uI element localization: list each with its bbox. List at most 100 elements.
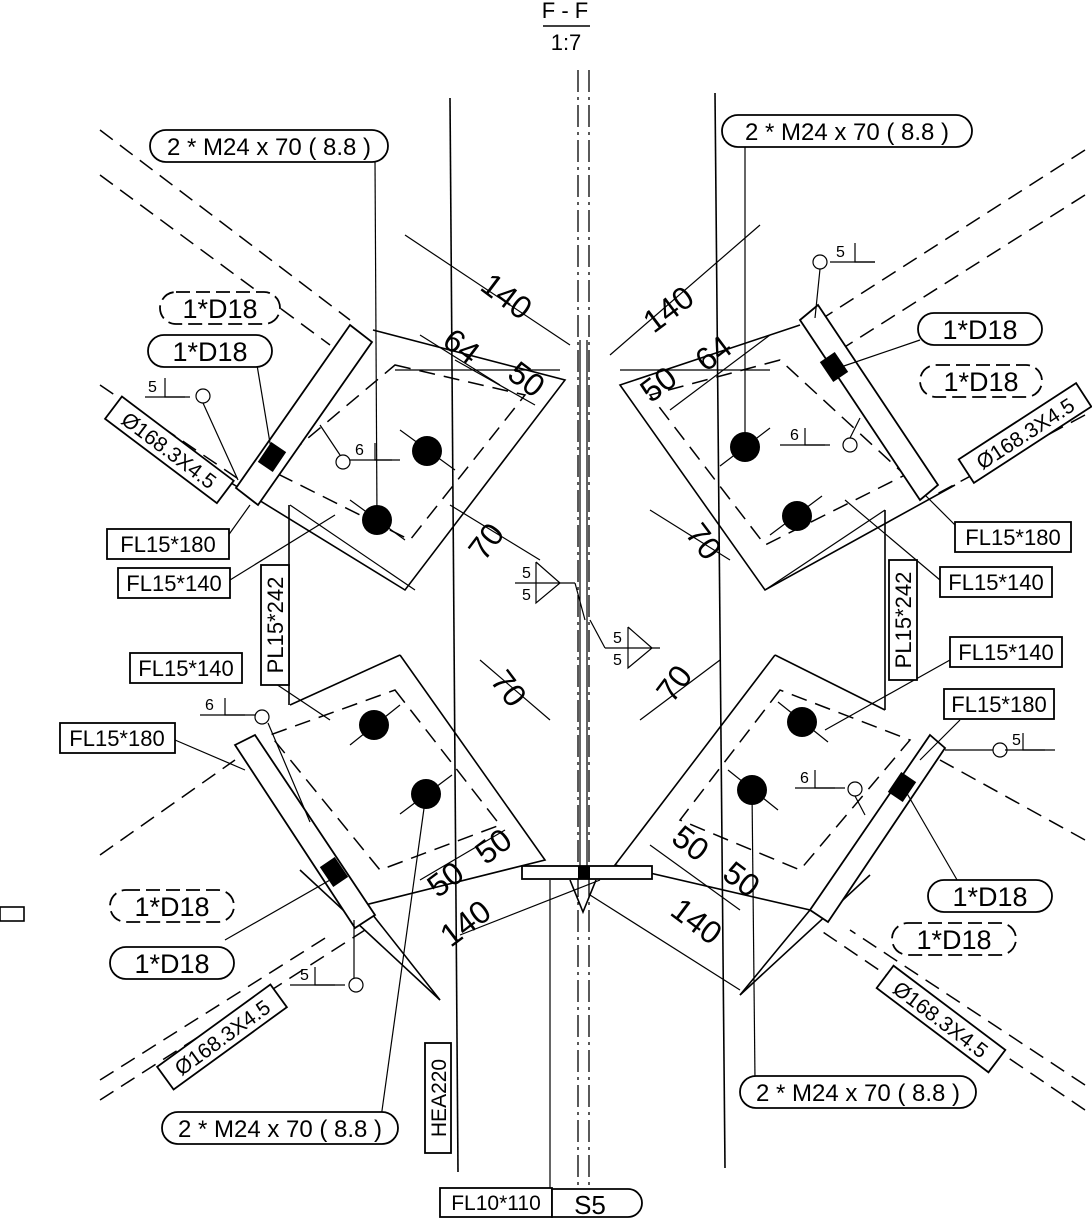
bottom-plate <box>521 865 653 915</box>
svg-text:FL15*180: FL15*180 <box>951 692 1046 717</box>
tube-label-lower-right: Ø168.3X4.5 <box>875 964 1007 1074</box>
weld-ur-5: 5 <box>836 244 845 261</box>
weld-lr-6: 6 <box>800 770 809 787</box>
tube-lower-left <box>99 759 366 1101</box>
plate-label-fl140-ur: FL15*140 <box>939 566 1053 598</box>
svg-text:FL15*140: FL15*140 <box>126 571 221 596</box>
dim-50-lr-a: 50 <box>666 818 716 868</box>
tube-label-upper-right: Ø168.3X4.5 <box>957 381 1092 485</box>
column-flanges <box>449 92 726 1173</box>
hole-label-ur-1: 1*D18 <box>917 312 1043 346</box>
section-reference: S5 <box>551 1188 643 1219</box>
svg-text:PL15*242: PL15*242 <box>263 577 288 674</box>
svg-text:1*D18: 1*D18 <box>134 892 209 922</box>
svg-text:2 * M24 x 70 ( 8.8 ): 2 * M24 x 70 ( 8.8 ) <box>756 1080 960 1107</box>
end-plate-lower-right <box>808 733 947 924</box>
bolt-label-top-right: 2 * M24 x 70 ( 8.8 ) <box>721 114 973 148</box>
dim-70-lr: 70 <box>649 658 699 708</box>
end-plate-upper-left <box>234 323 374 507</box>
gusset-upper-left <box>209 329 567 592</box>
section-title: F - F <box>542 0 588 23</box>
dim-70-ll: 70 <box>484 663 534 713</box>
svg-text:Ø168.3X4.5: Ø168.3X4.5 <box>973 394 1080 474</box>
dimension-lines <box>395 224 771 991</box>
plate-label-fl180-ul: FL15*180 <box>106 528 230 560</box>
weld-size-5c: 5 <box>613 630 622 647</box>
svg-text:2 * M24 x 70 ( 8.8 ): 2 * M24 x 70 ( 8.8 ) <box>178 1116 382 1143</box>
svg-text:1*D18: 1*D18 <box>182 294 257 324</box>
svg-text:1*D18: 1*D18 <box>952 882 1027 912</box>
svg-text:1*D18: 1*D18 <box>942 315 1017 345</box>
svg-text:PL15*242: PL15*242 <box>891 572 916 669</box>
plate-label-fl180-ll: FL15*180 <box>59 722 176 754</box>
svg-text:FL15*140: FL15*140 <box>948 570 1043 595</box>
bolt-group-lower-left <box>349 704 453 815</box>
bolt-group-lower-right <box>727 701 829 811</box>
bolt-label-bottom-left: 2 * M24 x 70 ( 8.8 ) <box>161 1111 399 1145</box>
dim-50-ll-b: 50 <box>468 821 518 871</box>
gusset-lower-left <box>268 654 547 1001</box>
svg-text:Ø168.3X4.5: Ø168.3X4.5 <box>117 408 220 494</box>
svg-text:FL15*180: FL15*180 <box>965 525 1060 550</box>
weld-ur-6: 6 <box>790 427 799 444</box>
plate-label-fl140-ul: FL15*140 <box>117 567 231 599</box>
dim-50-ll-a: 50 <box>420 854 470 904</box>
plate-label-fl110: FL10*110 <box>439 1187 553 1218</box>
leader-lines <box>174 145 961 1190</box>
weld-size-5a: 5 <box>522 565 531 582</box>
central-axis <box>577 70 590 1215</box>
dim-64-ur: 64 <box>688 328 738 378</box>
dim-50-ul: 50 <box>502 354 552 404</box>
tube-label-lower-left: Ø168.3X4.5 <box>155 983 289 1091</box>
dim-50-lr-b: 50 <box>717 854 767 904</box>
end-plate-lower-left <box>233 733 377 930</box>
dim-64-ul: 64 <box>437 321 487 371</box>
svg-text:HEA220: HEA220 <box>428 1059 451 1137</box>
svg-text:2 * M24 x 70 ( 8.8 ): 2 * M24 x 70 ( 8.8 ) <box>167 134 371 161</box>
dim-70-ul: 70 <box>461 516 511 566</box>
plate-label-fl180-lr: FL15*180 <box>943 688 1055 720</box>
plate-label-pl242-right: PL15*242 <box>888 559 918 681</box>
bolt-group-upper-left <box>349 429 456 541</box>
svg-text:1*D18: 1*D18 <box>172 337 247 367</box>
svg-text:FL15*140: FL15*140 <box>138 656 233 681</box>
svg-text:FL15*180: FL15*180 <box>69 726 164 751</box>
weld-flags <box>145 243 1055 993</box>
svg-text:FL15*180: FL15*180 <box>120 532 215 557</box>
tube-label-upper-left: Ø168.3X4.5 <box>103 395 235 505</box>
plate-label-fl140-ll: FL15*140 <box>129 652 243 684</box>
svg-text:Ø168.3X4.5: Ø168.3X4.5 <box>888 977 991 1063</box>
plate-label-fl140-lr: FL15*140 <box>949 636 1063 668</box>
weld-symbol-center-lower <box>589 619 660 670</box>
plate-label-fl180-ur: FL15*180 <box>954 521 1072 553</box>
end-plate-upper-right <box>798 303 940 502</box>
weld-symbol-center-upper <box>515 561 586 621</box>
svg-text:1*D18: 1*D18 <box>916 925 991 955</box>
svg-text:1*D18: 1*D18 <box>943 367 1018 397</box>
hole-label-lr-2: 1*D18 <box>891 922 1017 956</box>
weld-size-5d: 5 <box>613 652 622 669</box>
weld-ll-5: 5 <box>300 967 309 984</box>
bolt-label-top-left: 2 * M24 x 70 ( 8.8 ) <box>149 129 389 163</box>
hole-label-ll-1: 1*D18 <box>109 889 235 923</box>
svg-text:FL10*110: FL10*110 <box>451 1192 541 1215</box>
bolt-label-bottom-right: 2 * M24 x 70 ( 8.8 ) <box>739 1075 977 1109</box>
bolt-group-upper-right <box>719 427 823 536</box>
gusset-upper-right <box>618 324 956 592</box>
plate-label-hea220: HEA220 <box>424 1042 452 1154</box>
dim-140-lr: 140 <box>664 891 728 952</box>
weld-ul-6: 6 <box>355 442 364 459</box>
dim-140-ur: 140 <box>636 279 700 340</box>
plate-label-pl242-left: PL15*242 <box>260 564 290 686</box>
hole-label-ll-2: 1*D18 <box>109 946 235 980</box>
dim-70-ur: 70 <box>679 516 729 566</box>
weld-ul-5: 5 <box>148 379 157 396</box>
hole-label-lr-1: 1*D18 <box>927 879 1053 913</box>
hole-label-ul-1: 1*D18 <box>159 291 281 325</box>
hole-label-ur-2: 1*D18 <box>919 364 1043 398</box>
gusset-lower-right <box>613 654 912 996</box>
hole-label-ul-2: 1*D18 <box>147 334 273 368</box>
weld-size-5b: 5 <box>522 587 531 604</box>
svg-text:Ø168.3X4.5: Ø168.3X4.5 <box>171 996 275 1080</box>
